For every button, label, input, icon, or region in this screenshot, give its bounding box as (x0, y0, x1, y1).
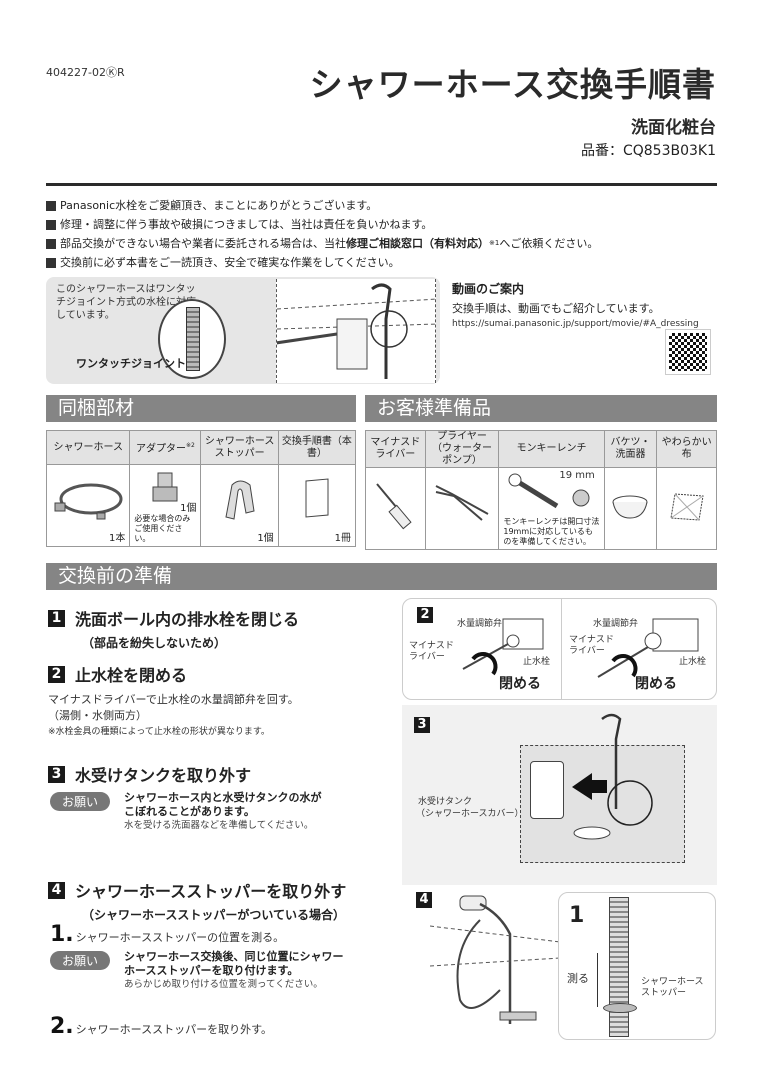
water-tank-icon (530, 761, 564, 819)
stopper-icon (225, 480, 255, 520)
part-adapter: 1個 必要な場合のみご使用ください。 (129, 464, 202, 547)
notice-item: Panasonic水栓をご愛顧頂き、まことにありがとうございます。 (46, 196, 726, 215)
cloth-icon (670, 493, 704, 521)
item-basin (603, 467, 658, 550)
figure-4-inset: 1 測る シャワーホースストッパー (558, 892, 716, 1040)
part-number: 品番：CQ853B03K1 (580, 143, 716, 159)
request-note-step3: お願い シャワーホース内と水受けタンクの水が こぼれることがあります。 水を受け… (50, 791, 380, 836)
hose-closeup-icon (609, 897, 629, 1037)
item-wrench: 19 mm モンキーレンチは開口寸法19mmに対応しているものを準備してください… (498, 467, 605, 550)
header-divider (46, 183, 717, 186)
figure-step-2: 2 水量調節弁 マイナスドライバー 止水栓 閉める 水量調節弁 マイナスドライバ… (402, 598, 717, 700)
video-url-link[interactable]: https://sumai.panasonic.jp/support/movie… (452, 319, 699, 329)
section-preparation: 交換前の準備 (46, 563, 717, 590)
screwdriver-icon (376, 483, 412, 530)
part-stopper: 1個 (200, 464, 279, 547)
booklet-icon (305, 478, 329, 518)
qr-code-icon[interactable] (665, 329, 711, 375)
video-guide: 動画のご案内 交換手順は、動画でもご紹介しています。 https://sumai… (452, 280, 722, 329)
item-pliers (424, 467, 500, 550)
vanity-illustration (166, 279, 438, 383)
section-customer-items: お客様準備品 (365, 395, 717, 422)
bullet-square-icon (46, 238, 56, 249)
item-screwdriver (365, 467, 426, 550)
one-touch-joint-info: このシャワーホースはワンタッチジョイント方式の水栓に対応しています。 ワンタッチ… (46, 277, 440, 384)
repair-consultation: 修理ご相談窓口（有料対応） (346, 237, 489, 250)
request-badge: お願い (50, 792, 111, 811)
adapter-icon (152, 472, 178, 502)
section-included-parts: 同梱部材 (46, 395, 356, 422)
request-note-step4: お願い シャワーホース交換後、同じ位置にシャワー ホースストッパーを取り付けます… (50, 950, 380, 995)
substep-4-2: 2.シャワーホースストッパーを取り外す。 (50, 1014, 273, 1039)
part-hose: 1本 (45, 464, 131, 547)
notice-item: 交換前に必ず本書をご一読頂き、安全で確実な作業をしてください。 (46, 253, 726, 272)
notice-item: 修理・調整に伴う事故や破損につきましては、当社は責任を負いかねます。 (46, 215, 726, 234)
figure-step-3: 3 水受けタンク （シャワーホースカバー） (402, 705, 717, 885)
stop-valve-illustration (462, 618, 699, 678)
request-badge: お願い (50, 951, 111, 970)
page-title: シャワーホース交換手順書 (309, 65, 716, 104)
faucet-side-illustration (430, 895, 560, 1024)
notice-item: 部品交換ができない場合や業者に委託される場合は、当社修理ご相談窓口（有料対応）※… (46, 234, 726, 253)
hose-icon (54, 483, 123, 520)
notice-list: Panasonic水栓をご愛顧頂き、まことにありがとうございます。 修理・調整に… (46, 196, 726, 272)
bullet-square-icon (46, 219, 56, 230)
substep-4-1: 1.シャワーホースストッパーの位置を測る。 (50, 922, 285, 947)
pliers-icon (435, 485, 489, 521)
bullet-square-icon (46, 200, 56, 211)
stopper-ring-icon (603, 1003, 637, 1013)
figure-4-number: 4 (416, 892, 432, 908)
customer-items-table: マイナスドライバー プライヤー（ウォーターポンプ） モンキーレンチ バケツ・洗面… (365, 430, 717, 550)
bullet-square-icon (46, 257, 56, 268)
product-category: 洗面化粧台 (631, 118, 716, 138)
included-parts-table: シャワーホース アダプター※2 シャワーホースストッパー 交換手順書（本書） 1… (45, 430, 357, 547)
basin-icon (612, 495, 648, 519)
document-id: 404227-02ⓀR (46, 66, 125, 79)
faucet-and-arrow-illustration (572, 713, 653, 840)
item-cloth (656, 467, 717, 550)
wrench-icon (508, 473, 589, 509)
joint-hose-icon (186, 307, 200, 371)
part-booklet: 1冊 (277, 464, 357, 547)
